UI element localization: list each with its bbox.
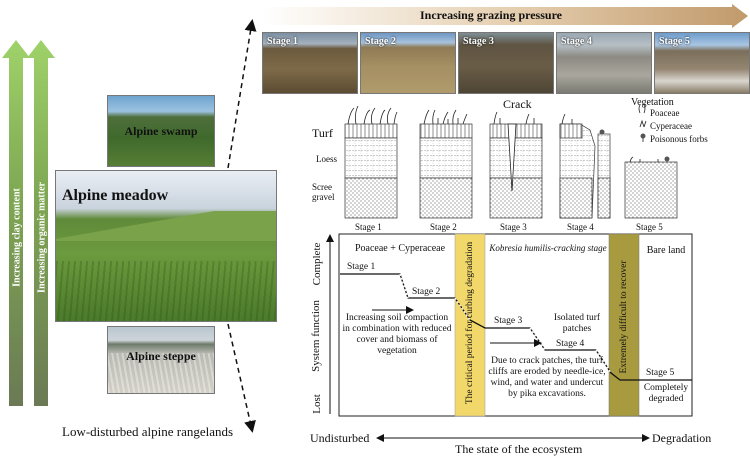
- y-axis-label: System function: [310, 300, 322, 372]
- legend-poisonous-forbs: Poisonous forbs: [650, 134, 708, 144]
- vegetation-legend-icons: [638, 104, 647, 142]
- clay-arrow: [2, 40, 30, 406]
- alpine-steppe-photo: Alpine steppe: [107, 326, 215, 394]
- chart-stage1: Stage 1: [347, 262, 376, 272]
- turf-label: Turf: [312, 126, 333, 140]
- chart-stage4: Stage 4: [556, 339, 585, 349]
- profile-stage5-label: Stage 5: [636, 222, 663, 232]
- difficult-recover-band: [608, 233, 640, 417]
- y-top-label: Complete: [311, 242, 323, 286]
- stage2-photo-label: Stage 2: [365, 36, 396, 47]
- profile-stage1-label: Stage 1: [355, 222, 382, 232]
- chart-stage5: Stage 5: [646, 368, 675, 378]
- organic-arrow: [27, 40, 55, 406]
- poaceae-text: Poaceae + Cyperaceae: [354, 243, 446, 254]
- grazing-arrow: [262, 4, 748, 28]
- stage4-photo-label: Stage 4: [561, 36, 592, 47]
- stage5-photo: Stage 5: [654, 32, 750, 94]
- legend-cyperaceae: Cyperaceae: [650, 121, 692, 131]
- alpine-swamp-label: Alpine swamp: [124, 124, 198, 138]
- compaction-text: Increasing soil compaction in combinatio…: [342, 313, 452, 356]
- profile-stage3: [489, 111, 543, 219]
- band1-label: The critical period for curbing degradat…: [465, 241, 475, 405]
- stage3-photo: Stage 3: [458, 32, 554, 94]
- vegetation-legend-title: Vegetation: [631, 97, 674, 108]
- x-axis-label: The state of the ecosystem: [455, 442, 583, 456]
- bare-land-text: Bare land: [646, 245, 686, 256]
- profile-stage5: [624, 156, 678, 219]
- alpine-meadow-label: Alpine meadow: [62, 187, 169, 204]
- scree-gravel-label: Scree gravel: [312, 182, 335, 202]
- chart-stage2: Stage 2: [412, 287, 441, 297]
- legend-poaceae: Poaceae: [650, 108, 680, 118]
- x-left-label: Undisturbed: [310, 431, 370, 445]
- y-bottom-label: Lost: [311, 394, 323, 414]
- profile-stage4: [559, 113, 611, 219]
- gradient-arrows: [2, 40, 55, 406]
- profile-stage4-label: Stage 4: [567, 222, 594, 232]
- loess-label: Loess: [316, 154, 337, 164]
- grazing-pressure-label: Increasing grazing pressure: [420, 8, 563, 22]
- profile-stage2-label: Stage 2: [430, 222, 457, 232]
- chart-stage3: Stage 3: [494, 316, 523, 326]
- x-right-label: Degradation: [652, 431, 712, 445]
- alpine-meadow-photo: Alpine meadow: [55, 170, 277, 322]
- rangelands-caption: Low-disturbed alpine rangelands: [62, 424, 234, 439]
- alpine-swamp-photo: Alpine swamp: [107, 95, 215, 167]
- kobresia-text: Kobresia humilis-cracking stage: [489, 243, 607, 253]
- soil-profiles: [344, 104, 678, 219]
- band2-label: Extremely difficult to recover: [619, 260, 629, 374]
- completely-degraded-text: Completely degraded: [643, 383, 689, 404]
- alpine-steppe-label: Alpine steppe: [126, 349, 196, 363]
- stage1-photo-label: Stage 1: [267, 36, 298, 47]
- stage1-photo: Stage 1: [262, 32, 358, 94]
- isolated-patches-text: Isolated turf patches: [553, 313, 601, 334]
- stage2-photo: Stage 2: [360, 32, 456, 94]
- profile-stage1: [344, 105, 398, 219]
- crack-label: Crack: [503, 97, 532, 111]
- profile-stage2: [419, 109, 473, 219]
- stage5-photo-label: Stage 5: [659, 36, 690, 47]
- stage3-photo-label: Stage 3: [463, 36, 494, 47]
- profile-stage3-label: Stage 3: [500, 222, 527, 232]
- stage4-photo: Stage 4: [556, 32, 652, 94]
- crack-erosion-text: Due to crack patches, the turf cliffs ar…: [488, 356, 606, 399]
